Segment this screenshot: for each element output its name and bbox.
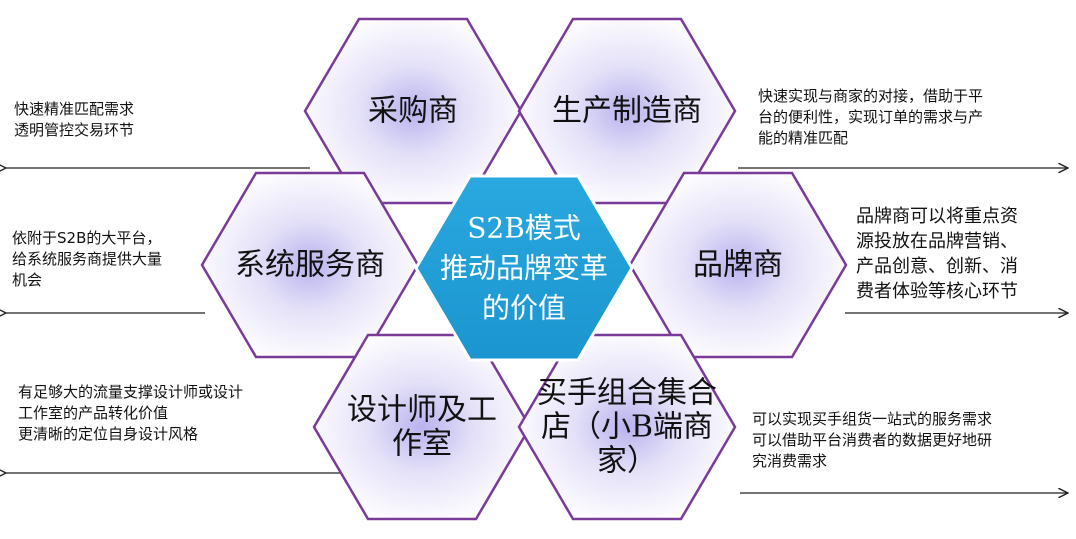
annotation-line: 可以借助平台消费者的数据更好地研	[752, 431, 992, 449]
hexagon-manufacturer: 生产制造商	[517, 17, 737, 205]
annotation-line: 工作室的产品转化价值	[18, 404, 168, 422]
hexagon-label: 买手组合集合	[537, 376, 717, 411]
annotation-line: 能的精准匹配	[758, 129, 848, 147]
hexagon-brand: 品牌商	[628, 171, 848, 359]
center-label: 的价值	[482, 292, 566, 325]
annotation-line: 更清晰的定位自身设计风格	[18, 425, 198, 443]
annotation-line: 透明管控交易环节	[14, 121, 134, 139]
hexagon-label: 店（小B端商	[541, 410, 713, 445]
hexagon-label: 系统服务商	[235, 248, 385, 283]
annotation-line: 产品创意、创新、消	[856, 256, 1018, 277]
hexagon-label: 采购商	[368, 94, 458, 129]
center-label: S2B模式	[467, 212, 581, 245]
annotation-line: 源投放在品牌营销、	[856, 231, 1018, 252]
hexagon-label: 作室	[392, 427, 452, 462]
annotation-line: 有足够大的流量支撑设计师或设计	[18, 383, 243, 401]
annotation-line: 依附于S2B的大平台，	[12, 229, 161, 247]
hexagon-label: 设计师及工	[347, 393, 497, 428]
hexagon-label: 生产制造商	[552, 94, 702, 129]
annotation-arrows	[6, 168, 1068, 493]
center-label: 推动品牌变革	[440, 252, 608, 285]
annotation-line: 快速精准匹配需求	[14, 100, 134, 118]
annotation-line: 费者体验等核心环节	[856, 281, 1018, 302]
hexagon-system-service: 系统服务商	[200, 171, 420, 359]
center-hexagon-shape	[414, 174, 634, 362]
hexagon-label: 品牌商	[693, 248, 783, 283]
annotation-line: 机会	[12, 271, 42, 289]
annotation-line: 快速实现与商家的对接，借助于平	[758, 87, 983, 105]
annotation-line: 给系统服务商提供大量	[12, 250, 162, 268]
hexagon-cluster: 采购商生产制造商系统服务商品牌商设计师及工作室买手组合集合店（小B端商家）S2B…	[200, 17, 848, 521]
annotation-line: 可以实现买手组货一站式的服务需求	[752, 410, 992, 428]
annotation-line: 台的便利性，实现订单的需求与产	[758, 108, 983, 126]
hexagon-label: 家）	[597, 444, 657, 479]
annotation-line: 品牌商可以将重点资	[856, 206, 1018, 227]
annotation-line: 究消费需求	[752, 452, 827, 470]
